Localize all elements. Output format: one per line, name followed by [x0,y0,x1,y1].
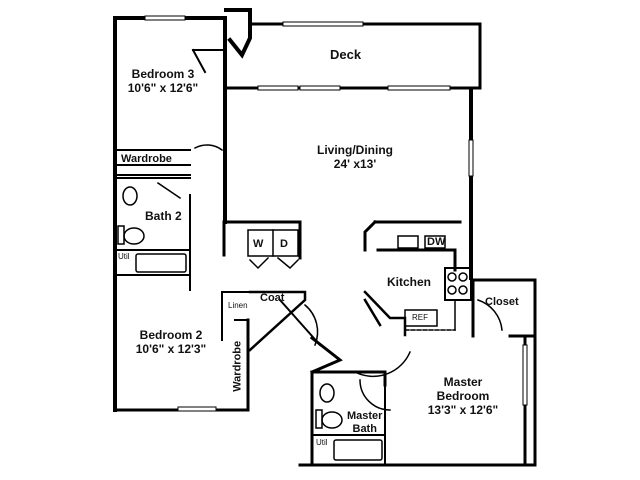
room-label-bedroom-3: Bedroom 3 10'6" x 12'6" [120,67,206,96]
room-label-living-dining: Living/Dining 24' x13' [300,143,410,172]
room-name-line2: Bath [352,422,377,435]
room-name: Bedroom 3 [131,67,195,81]
room-label-linen: Linen [228,301,248,310]
room-name-line1: Master [347,410,383,422]
fixture-label-dishwasher: DW [427,236,446,248]
room-name: Living/Dining [317,143,393,157]
fixture-label-washer: W [253,238,264,250]
room-label-kitchen: Kitchen [387,275,432,289]
room-label-coat: Coat [260,292,285,304]
room-dimensions: 13'3" x 12'6" [427,402,499,417]
room-label-master-bedroom: Master Bedroom 13'3" x 12'6" [420,375,506,417]
room-dimensions: 10'6" x 12'6" [127,80,199,95]
room-name-line2: Bedroom [436,388,490,403]
fixture-label-refrigerator: REF [412,313,428,322]
room-name-line1: Master [443,375,483,389]
fixture-label-dryer: D [280,238,288,250]
room-label-deck: Deck [330,47,362,62]
fixture-label-wardrobe: Wardrobe [121,153,172,165]
room-dimensions: 10'6" x 12'3" [135,341,207,356]
fixture-label-util: Util [118,252,130,261]
fixture-label-wardrobe-side: Wardrobe [231,340,244,392]
room-label-bath-2: Bath 2 [145,209,182,223]
room-dimensions: 24' x13' [333,156,377,171]
room-label-closet: Closet [485,296,519,308]
fixture-label-util-master: Util [316,438,328,447]
room-label-master-bath: Master Bath [347,410,382,435]
room-name: Bedroom 2 [139,328,203,342]
room-label-bedroom-2: Bedroom 2 10'6" x 12'3" [128,328,214,357]
